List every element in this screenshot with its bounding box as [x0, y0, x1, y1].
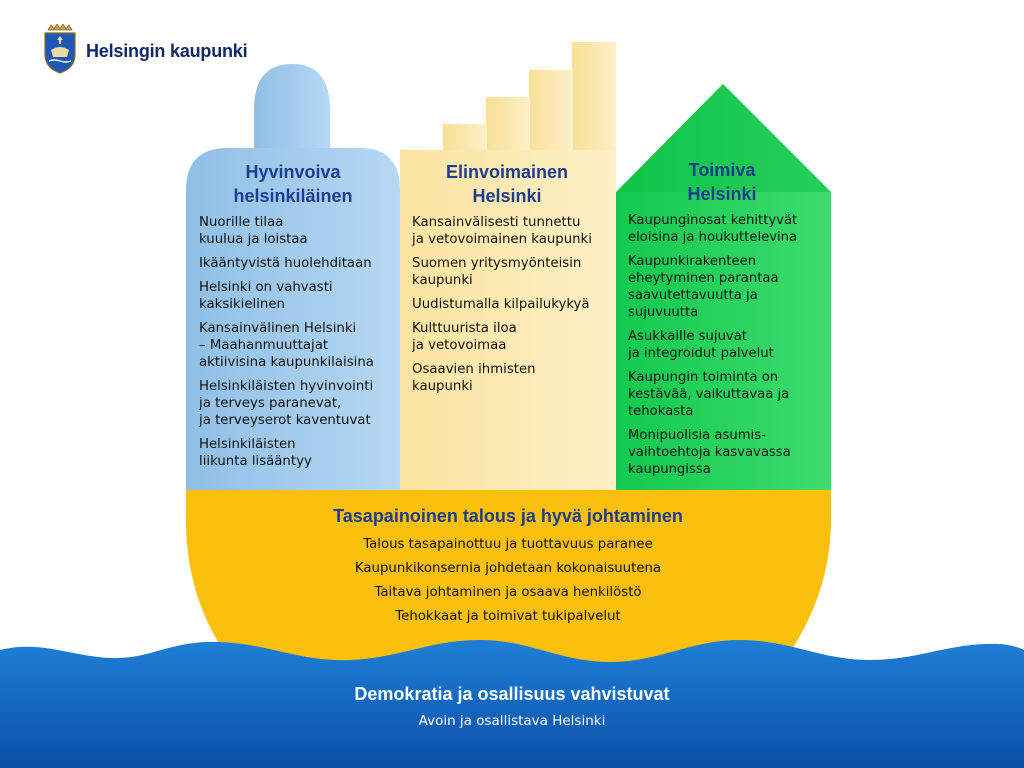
list-item: Kansainvälisesti tunnettu ja vetovoimain… [412, 215, 592, 247]
list-item: Helsinkiläisten hyvinvointi ja terveys p… [199, 379, 374, 428]
list-item: Kaupunkirakenteen eheytyminen parantaa s… [628, 254, 779, 320]
list-item: Talous tasapainottuu ja tuottavuus paran… [363, 537, 653, 552]
list-item: Kulttuurista iloa ja vetovoimaa [412, 321, 517, 353]
helsinki-crest-icon [42, 23, 78, 78]
blue-pillar [186, 64, 400, 490]
list-item: Kansainvälinen Helsinki – Maahanmuuttaja… [199, 321, 374, 370]
sea-waves [0, 640, 1024, 768]
column-title: Elinvoimainen Helsinki [412, 160, 602, 208]
list-item: Helsinkiläisten liikunta lisääntyy [199, 437, 312, 469]
logo-text: Helsingin kaupunki [86, 40, 248, 61]
column-title: Hyvinvoiva helsinkiläinen [199, 160, 387, 208]
column-hyvinvoiva: Hyvinvoiva helsinkiläinen Nuorille tilaa… [199, 160, 399, 477]
column-title-line: Helsinki [687, 184, 757, 204]
column-elinvoimainen: Elinvoimainen Helsinki Kansainvälisesti … [412, 160, 614, 402]
list-item: Tehokkaat ja toimivat tukipalvelut [395, 609, 621, 624]
sea-title: Demokratia ja osallisuus vahvistuvat [354, 684, 670, 704]
column-title-line: helsinkiläinen [233, 186, 353, 206]
list-item: Osaavien ihmisten kaupunki [412, 362, 536, 394]
column-title-line: Helsinki [472, 186, 542, 206]
list-item: Ikääntyvistä huolehditaan [199, 256, 372, 271]
list-item: Asukkaille sujuvat ja integroidut palvel… [628, 329, 774, 361]
list-item: Taitava johtaminen ja osaava henkilöstö [374, 585, 642, 600]
list-item: Suomen yritysmyönteisin kaupunki [412, 256, 582, 288]
column-title-line: Toimiva [688, 160, 756, 180]
list-item: Nuorille tilaa kuulua ja loistaa [199, 215, 308, 247]
list-item: Uudistumalla kilpailukykyä [412, 297, 590, 312]
sea-section: Demokratia ja osallisuus vahvistuvat Avo… [0, 684, 1024, 729]
column-title: Toimiva Helsinki [628, 158, 816, 206]
sea-subtitle: Avoin ja osallistava Helsinki [418, 713, 606, 729]
yellow-pillar [400, 42, 616, 490]
column-toimiva: Toimiva Helsinki Kaupunginosat kehittyvä… [628, 158, 828, 485]
ship-hull [186, 490, 831, 700]
base-section: Tasapainoinen talous ja hyvä johtaminen … [186, 506, 830, 633]
column-title-line: Hyvinvoiva [245, 162, 341, 182]
list-item: Monipuolisia asumis- vaihtoehtoja kasvav… [628, 428, 791, 477]
green-pillar [616, 84, 831, 490]
list-item: Kaupungin toiminta on kestävää, vaikutta… [628, 370, 790, 419]
list-item: Kaupunkikonsernia johdetaan kokonaisuute… [354, 561, 662, 576]
helsinki-logo[interactable]: Helsingin kaupunki [42, 23, 248, 78]
list-item: Kaupunginosat kehittyvät eloisina ja hou… [628, 213, 798, 245]
list-item: Helsinki on vahvasti kaksikielinen [199, 280, 333, 312]
column-title-line: Elinvoimainen [445, 162, 569, 182]
base-title: Tasapainoinen talous ja hyvä johtaminen [333, 506, 683, 526]
